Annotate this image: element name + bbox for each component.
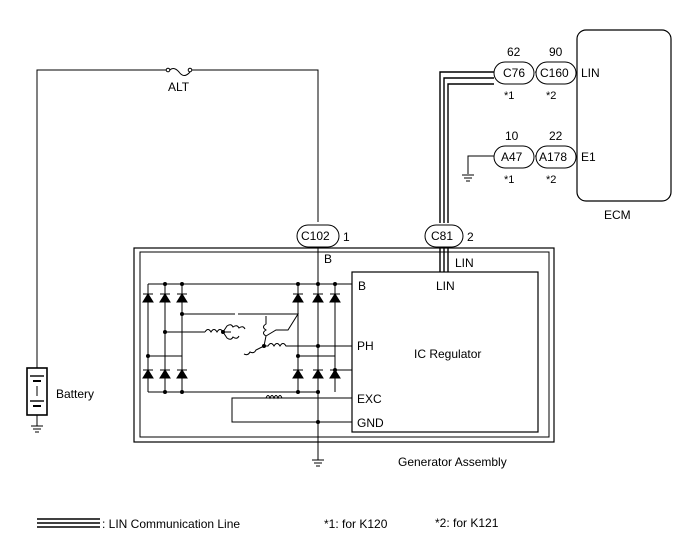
- connector-c76-name: C76: [503, 66, 525, 80]
- connector-c160-note: *2: [546, 90, 556, 102]
- connector-c76-note: *1: [504, 90, 514, 102]
- generator-terminal-b: B: [324, 252, 332, 266]
- ecm-pin-lin: LIN: [581, 66, 600, 80]
- connector-c160: [535, 61, 577, 85]
- rectifier-wiring: [147, 247, 352, 460]
- field-coil: [265, 395, 283, 400]
- connector-a178-note: *2: [546, 174, 556, 186]
- regulator-pin-lin: LIN: [436, 279, 455, 293]
- ic-regulator-box: [351, 271, 539, 433]
- battery-feed-wire: [36, 69, 319, 368]
- regulator-pin-b: B: [358, 279, 366, 293]
- rectifier-diodes: [142, 293, 341, 379]
- battery-ground-icon: [31, 415, 43, 433]
- legend-lin-line-sample: [37, 518, 100, 528]
- generator-ground-icon: [312, 459, 324, 467]
- connector-c76-pin: 62: [507, 45, 521, 59]
- stator-coils: [204, 313, 299, 356]
- generator-assembly-frame: [133, 247, 555, 443]
- e1-ground-icon: [462, 174, 474, 182]
- connector-c76: [493, 61, 535, 85]
- connector-a47: [493, 145, 535, 169]
- connector-c81-name: C81: [431, 229, 453, 243]
- generator-assembly-label: Generator Assembly: [398, 455, 507, 469]
- legend-lin-line-text: : LIN Communication Line: [102, 517, 240, 531]
- alt-fuse-symbol: [165, 67, 193, 76]
- connector-c102-pin: 1: [343, 230, 350, 244]
- connector-a178-pin: 22: [549, 129, 563, 143]
- alt-fuse-label: ALT: [168, 80, 190, 94]
- connector-a47-note: *1: [504, 174, 514, 186]
- connector-c160-name: C160: [540, 66, 569, 80]
- legend-note-1: *1: for K120: [324, 517, 388, 531]
- legend-note-2: *2: for K121: [435, 516, 499, 530]
- connector-a47-name: A47: [501, 150, 523, 164]
- ecm-box: [576, 29, 672, 202]
- connector-c102-name: C102: [301, 229, 330, 243]
- regulator-pin-exc: EXC: [357, 392, 382, 406]
- ecm-label: ECM: [604, 208, 631, 222]
- regulator-pin-ph: PH: [357, 339, 374, 353]
- ecm-pin-e1: E1: [581, 150, 596, 164]
- battery-symbol: [26, 367, 48, 416]
- connector-c160-pin: 90: [549, 45, 563, 59]
- connector-a47-pin: 10: [505, 129, 519, 143]
- connector-c81-pin: 2: [467, 230, 474, 244]
- lin-communication-line: [439, 71, 494, 223]
- junction-dots: [146, 282, 337, 424]
- connector-c81: [424, 224, 464, 248]
- ic-regulator-label: IC Regulator: [414, 347, 481, 361]
- connector-a178: [535, 145, 577, 169]
- connector-a178-name: A178: [539, 150, 567, 164]
- generator-terminal-lin: LIN: [455, 256, 474, 270]
- battery-label: Battery: [56, 387, 94, 401]
- regulator-pin-gnd: GND: [357, 416, 384, 430]
